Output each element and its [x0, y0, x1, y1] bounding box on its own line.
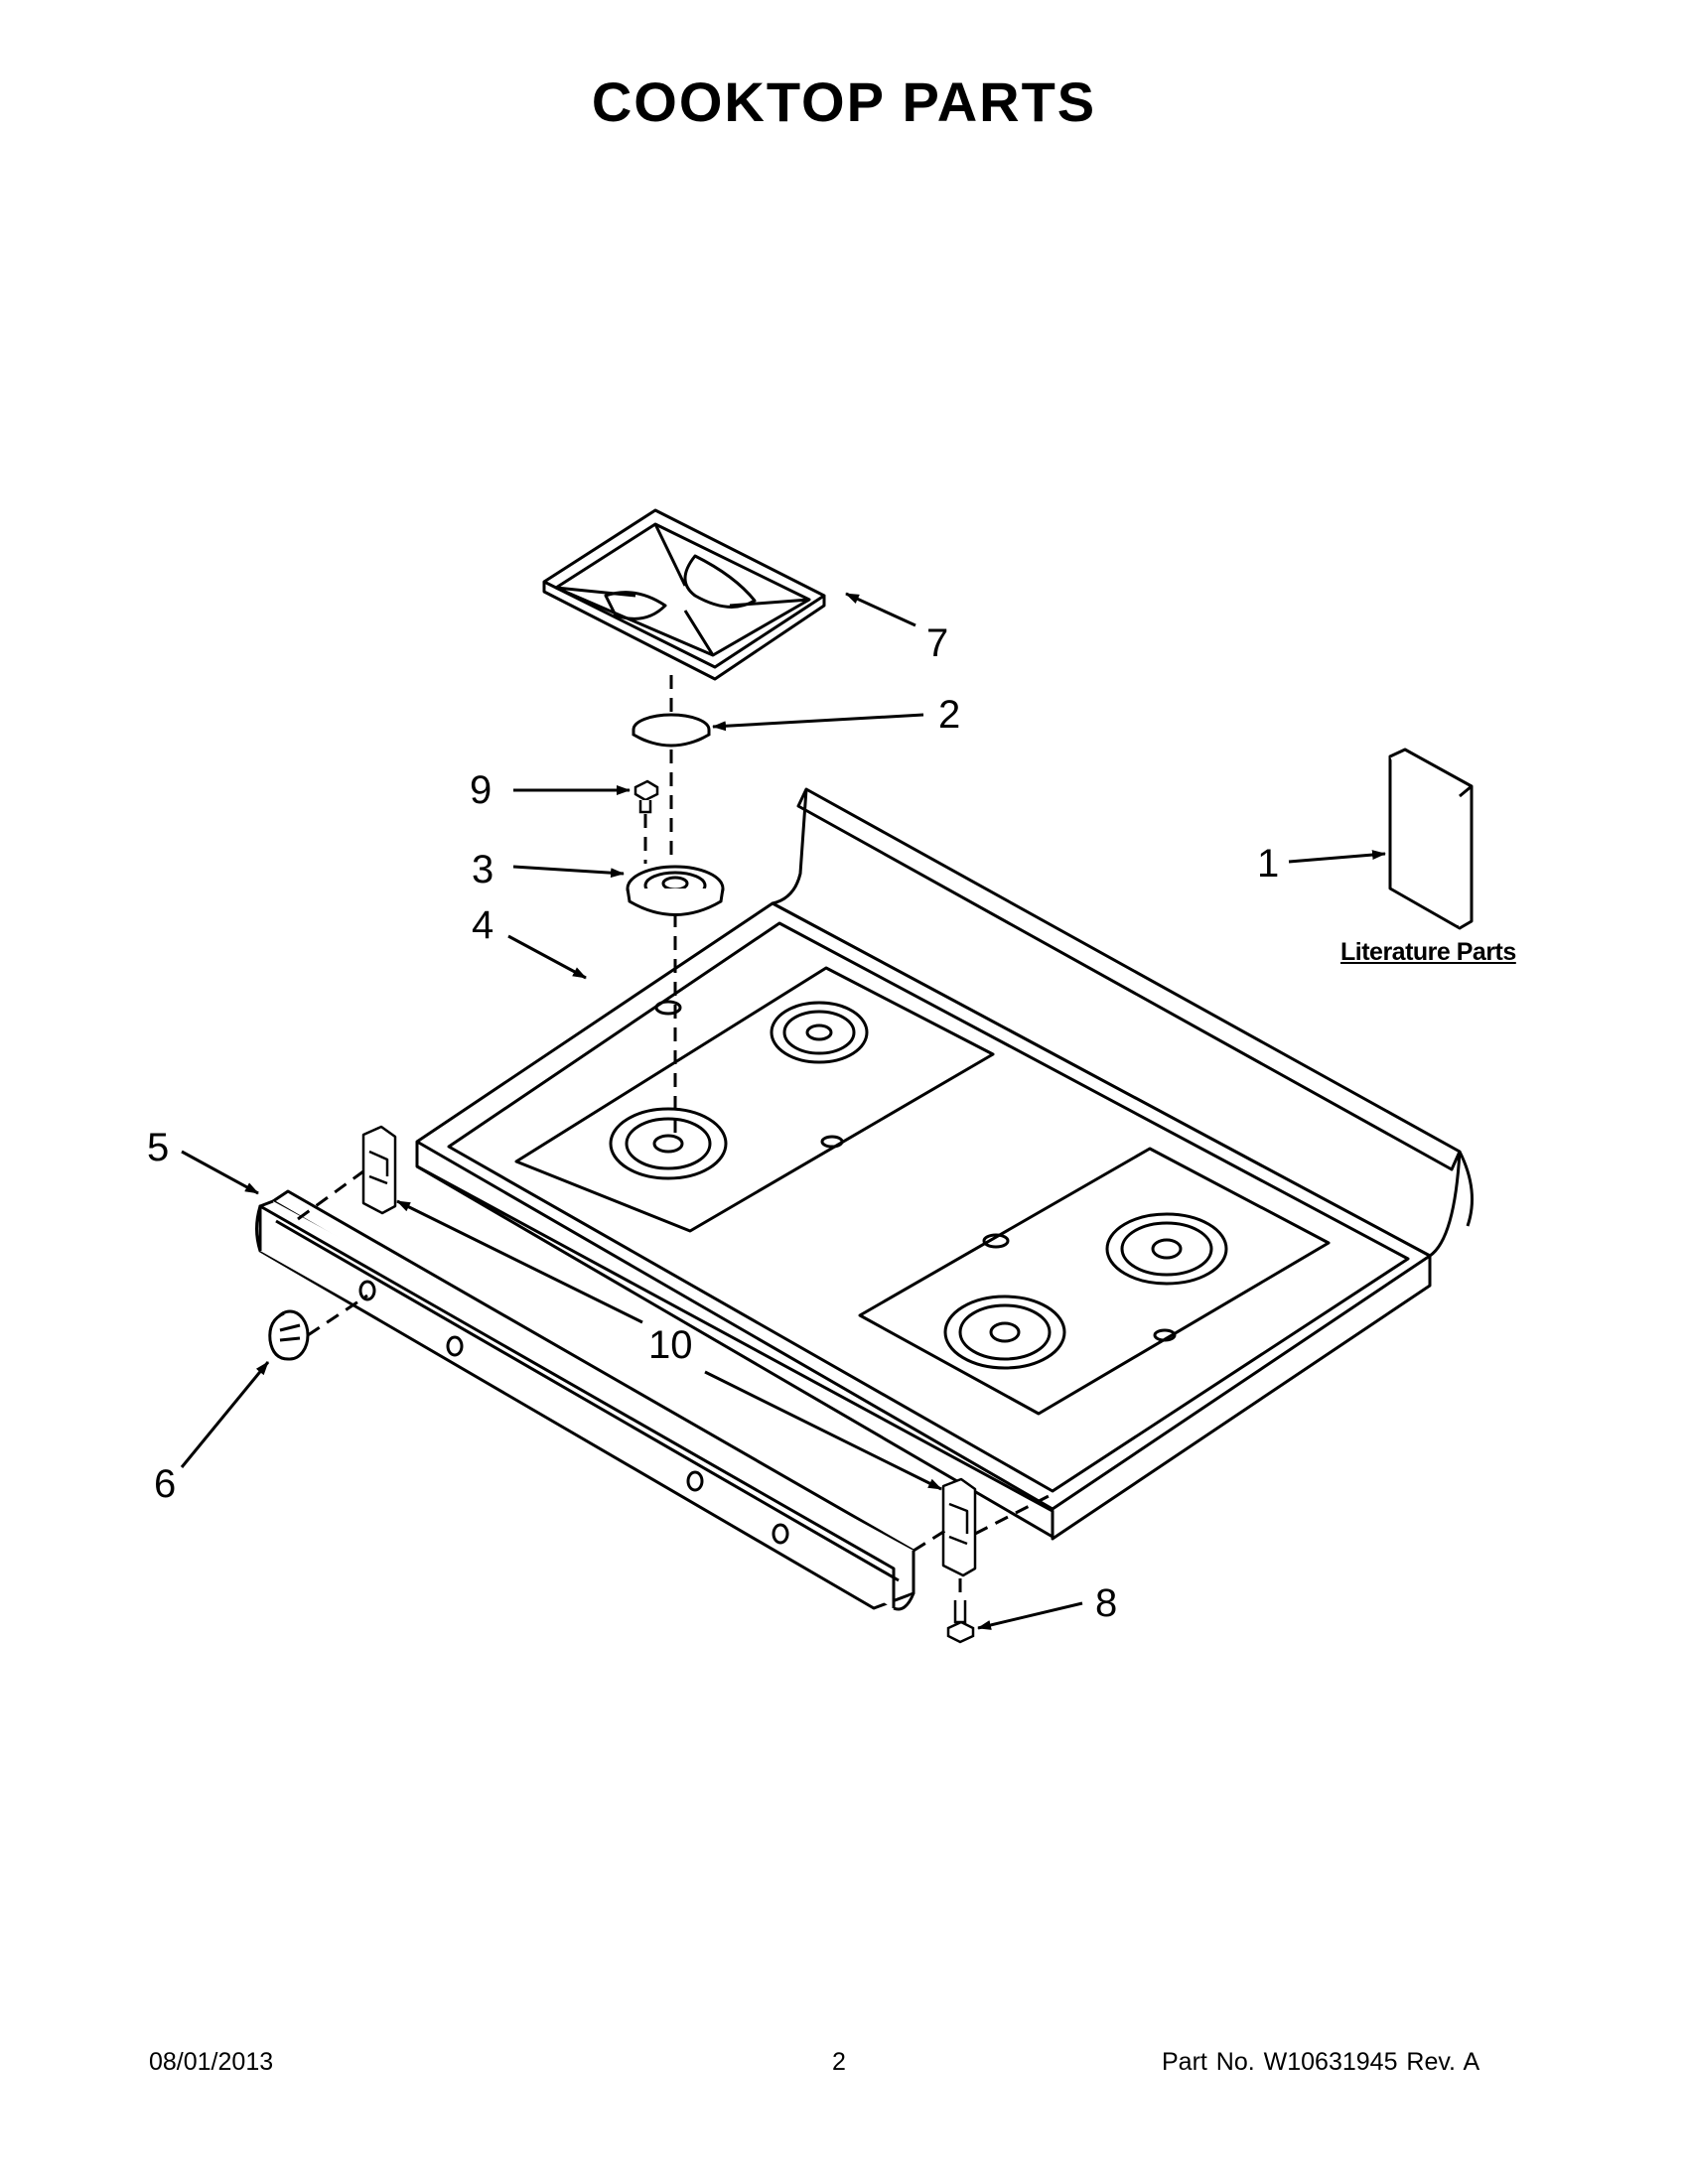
callout-8: 8 [1095, 1581, 1118, 1625]
knob-drawing [268, 1309, 310, 1361]
callout-7: 7 [926, 621, 949, 665]
screw-drawing [633, 779, 659, 814]
footer-page-number: 2 [832, 2048, 846, 2076]
burner-cap-drawing [632, 713, 711, 748]
callout-5: 5 [147, 1126, 170, 1169]
bracket-drawings [361, 1125, 977, 1577]
screw-8-drawing [946, 1600, 975, 1644]
callout-4: 4 [472, 903, 494, 947]
page-title: COOKTOP PARTS [591, 70, 1097, 133]
callout-10: 10 [648, 1323, 693, 1367]
burner-rings [609, 1000, 1228, 1370]
assembly-dash-lines [297, 675, 1054, 1600]
callout-1: 1 [1257, 842, 1280, 886]
callout-3: 3 [472, 848, 494, 891]
cooktop-drawing [415, 787, 1474, 1541]
callout-arrows [180, 592, 1386, 1630]
callout-2: 2 [938, 693, 961, 737]
callout-9: 9 [470, 768, 492, 812]
callout-6: 6 [154, 1462, 177, 1506]
literature-parts-label: Literature Parts [1340, 938, 1516, 966]
literature-book-drawing [1388, 748, 1474, 930]
footer-date: 08/01/2013 [149, 2048, 274, 2076]
grate-drawing [542, 508, 826, 681]
manifold-panel-drawing [255, 1189, 915, 1611]
burner-base-drawing [626, 865, 725, 916]
footer-part-number: Part No. W10631945 Rev. A [1162, 2048, 1480, 2076]
